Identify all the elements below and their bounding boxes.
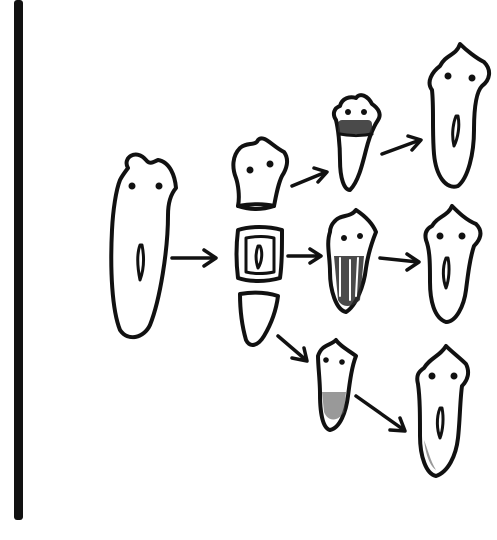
planarian-whole (111, 155, 176, 338)
eye-right (451, 373, 458, 380)
eye-left (247, 167, 254, 174)
planarian-tail-fragment (240, 293, 278, 345)
eye-right (267, 161, 274, 168)
page-border (14, 0, 23, 520)
arrow-tail-final (356, 396, 405, 431)
planarian-head-fragment (233, 138, 287, 209)
eye-right (459, 233, 466, 240)
regenerating-head-fragment (334, 95, 380, 190)
eye-left (341, 235, 347, 241)
eye-left (323, 357, 329, 363)
arrow-trunk-regen (288, 249, 321, 263)
regenerating-trunk-fragment (328, 210, 376, 312)
eye-right (361, 109, 367, 115)
eye-right (469, 75, 476, 82)
eye-right (357, 233, 363, 239)
eye-left (437, 233, 444, 240)
eye-right (339, 359, 345, 365)
eye-left (429, 373, 436, 380)
arrow-head-final (382, 136, 421, 154)
regenerating-tail-fragment (318, 340, 356, 430)
arrow-tail-regen (278, 336, 307, 361)
arrow-trunk-final (380, 254, 419, 270)
eye-left (129, 183, 136, 190)
regenerated-planarian-bottom (417, 346, 468, 476)
eye-left (345, 109, 351, 115)
regenerated-planarian-top (430, 44, 490, 187)
arrow-head-regen (292, 168, 327, 186)
eye-right (156, 183, 163, 190)
eye-left (445, 73, 452, 80)
regenerated-planarian-middle (425, 206, 480, 322)
planarian-trunk-fragment (237, 227, 283, 281)
arrow-cut (172, 250, 216, 266)
